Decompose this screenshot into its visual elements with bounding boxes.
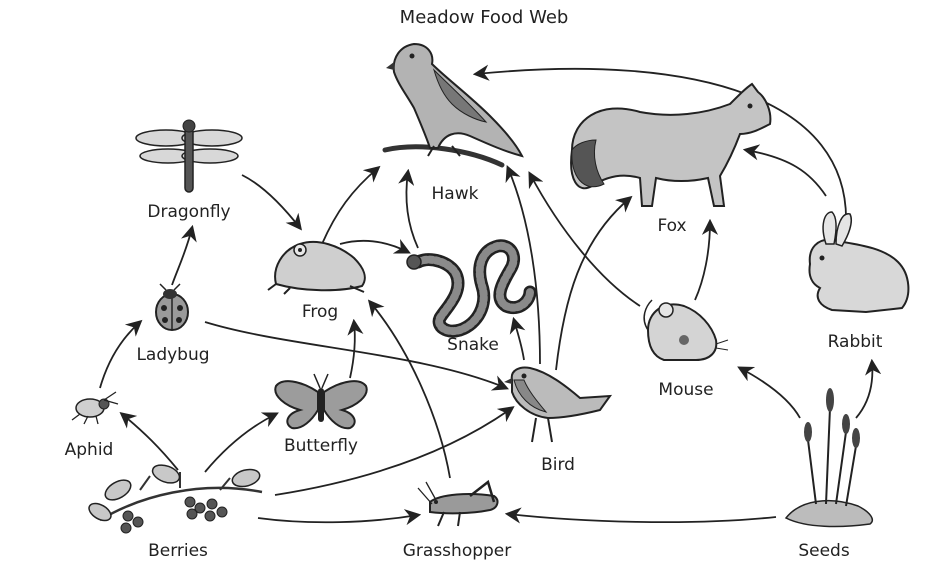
arrow-grasshopper-frog [367,299,451,479]
arrow-berries-bird [274,406,515,496]
label-ladybug: Ladybug [136,345,210,365]
arrow-dragonfly-frog [241,174,302,231]
ladybug-icon [155,283,189,331]
seeds-icon [784,388,874,528]
arrow-seeds-grasshopper [504,507,777,524]
arrow-berries-aphid [119,411,179,471]
label-grasshopper: Grasshopper [402,541,512,561]
label-seeds: Seeds [798,541,850,561]
arrow-bird-snake [509,316,526,361]
snake-icon [406,239,537,338]
arrow-frog-hawk [321,165,381,245]
label-bird: Bird [541,455,575,475]
berries-icon [88,464,263,534]
label-aphid: Aphid [64,440,114,460]
label-butterfly: Butterfly [284,436,358,456]
arrow-bird-fox [555,195,633,371]
arrow-bird-hawk [505,165,541,365]
arrow-mouse-fox [694,218,719,301]
arrows-layer [99,64,882,526]
label-rabbit: Rabbit [827,332,883,352]
arrow-snake-hawk [398,168,419,249]
label-berries: Berries [148,541,208,561]
grasshopper-icon [417,479,499,527]
arrow-rabbit-fox [742,144,827,197]
arrow-seeds-mouse [737,366,801,419]
bird-icon [504,366,613,443]
label-mouse: Mouse [658,380,714,400]
arrow-frog-snake [339,238,411,254]
arrow-butterfly-frog [347,318,364,379]
label-frog: Frog [301,302,339,322]
arrow-berries-grasshopper [257,509,422,526]
fox-icon [570,82,772,207]
aphid-icon [71,391,119,425]
diagram-title: Meadow Food Web [399,7,569,28]
arrow-mouse-hawk [528,171,641,307]
hawk-icon [382,42,524,168]
arrow-seeds-rabbit [855,358,882,419]
mouse-icon [643,299,729,361]
arrow-aphid-ladybug [99,319,143,389]
frog-icon [267,240,366,295]
arrow-ladybug-dragonfly [171,224,197,286]
arrow-berries-butterfly [204,412,279,473]
dragonfly-icon [135,119,243,193]
label-hawk: Hawk [431,184,479,204]
label-snake: Snake [447,335,499,355]
rabbit-icon [808,211,910,314]
label-fox: Fox [657,216,687,236]
butterfly-icon [274,373,368,430]
arrow-ladybug-bird [204,321,509,391]
label-dragonfly: Dragonfly [147,202,231,222]
